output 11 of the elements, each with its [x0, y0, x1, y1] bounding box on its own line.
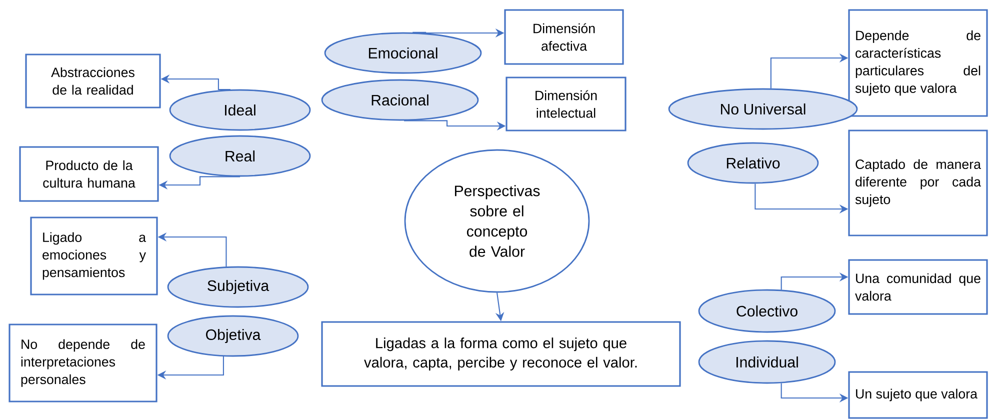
description-box: Abstracciones de la realidad [25, 54, 161, 108]
description-box: No depende de interpretaciones personales [8, 324, 158, 402]
description-box: Dimensión intelectual [506, 76, 626, 132]
description-box: Producto de la cultura humana [19, 146, 159, 202]
description-box: Depende de características particulares del sujeto que valora [848, 9, 988, 117]
description-box: Dimensión afectiva [504, 9, 624, 65]
description-box: Una comunidad que valora [848, 259, 988, 315]
description-box: Un sujeto que valora [848, 371, 988, 419]
description-box: Captado de manera diferente por cada sujeto [848, 130, 988, 236]
description-box: Ligadas a la forma como el sujeto que valora, capta, percibe y reconoce el valor. [321, 321, 681, 387]
description-box: Ligado a emociones y pensamientos [30, 216, 158, 296]
